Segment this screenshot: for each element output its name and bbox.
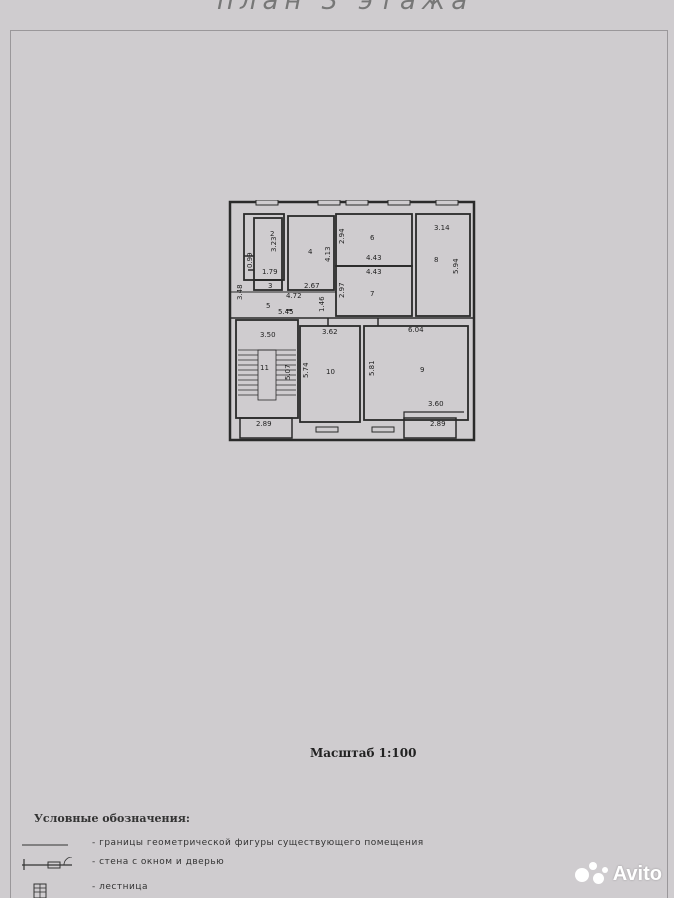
room-dim: 5.45 (278, 308, 294, 316)
wall-window-door-icon (22, 857, 73, 870)
room-3-outline (253, 279, 283, 291)
room-dim: 3.23 (270, 236, 278, 252)
top-windows (255, 200, 459, 206)
scale-label: Масштаб 1:100 (310, 746, 417, 760)
room-number: 8 (434, 256, 438, 264)
room-dim: 2.67 (304, 282, 320, 290)
room-dim: 5.74 (302, 362, 310, 378)
room-number: 10 (326, 368, 335, 376)
room-dim: 4.72 (286, 292, 302, 300)
room-number: 4 (308, 248, 313, 256)
room-number: 11 (260, 364, 269, 372)
room-dim: 3.50 (260, 331, 276, 339)
stairs-icon (33, 883, 47, 898)
room-number: 3 (268, 282, 272, 290)
room-number: 5 (266, 302, 270, 310)
room-10-outline (299, 325, 361, 423)
room-dim: 3.60 (428, 400, 444, 408)
bottom-windows (315, 426, 395, 433)
bay-right (403, 417, 457, 439)
room-dim: 3.14 (434, 224, 450, 232)
room-dim: 5.81 (368, 360, 376, 376)
stairs-11 (238, 349, 296, 401)
legend-item-wall: - стена с окном и дверью (20, 857, 480, 871)
legend-item-boundary: - границы геометрической фигуры существу… (20, 838, 480, 850)
avito-watermark: Avito (574, 862, 662, 886)
sheet-title: план 3 этажа (216, 0, 474, 16)
room-dim: 0.99 (246, 252, 254, 268)
room-8-outline (415, 213, 471, 317)
door-marks (244, 255, 379, 326)
room-dim: 1.79 (262, 268, 278, 276)
room-dim: 5.07 (284, 364, 292, 380)
legend-text: - лестница (92, 882, 148, 892)
legend-text: - стена с окном и дверью (92, 857, 225, 867)
room-dim: 5.94 (452, 258, 460, 274)
room-11-outline (235, 319, 299, 419)
room-dim: 4.43 (366, 254, 382, 262)
legend-item-stairs: - лестница (20, 882, 480, 898)
room-7-outline (335, 265, 413, 317)
room-number: 6 (370, 234, 375, 242)
room-dim: 4.13 (324, 246, 332, 262)
watermark-text: Avito (612, 862, 662, 885)
room-dim: 2.89 (256, 420, 272, 428)
room-9-outline (363, 325, 469, 421)
room-number: 7 (370, 290, 374, 298)
frame-left-line (10, 30, 11, 898)
room-4-outline (287, 215, 335, 291)
room-dim: 2.94 (338, 228, 346, 244)
room-dim: 4.43 (366, 268, 382, 276)
floor-plan: 2 3.23 1.79 0.99 3.48 3 2.67 4 4.13 5 4.… (228, 200, 476, 442)
legend-text: - границы геометрической фигуры существу… (92, 838, 424, 848)
legend-title: Условные обозначения: (34, 812, 190, 825)
room-number: 9 (420, 366, 424, 374)
room-dim: 6.04 (408, 326, 424, 334)
frame-right-line (667, 30, 668, 898)
room-dim: 2.97 (338, 282, 346, 298)
room-dim: 3.48 (236, 284, 244, 300)
room-dim: 1.46 (318, 296, 326, 312)
room-dim: 2.89 (430, 420, 446, 428)
frame-top-line (10, 30, 668, 31)
boundary-line-icon (22, 844, 68, 846)
room-dim: 3.62 (322, 328, 338, 336)
avito-logo-icon (574, 862, 609, 886)
room-number: 2 (270, 230, 274, 238)
